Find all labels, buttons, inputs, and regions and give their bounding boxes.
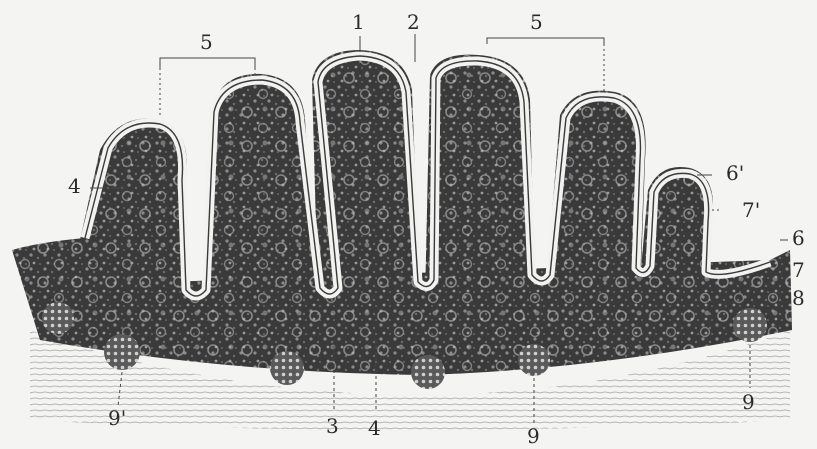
label-5-left: 5 (200, 32, 213, 52)
label-4-left: 4 (68, 176, 81, 196)
label-7-prime: 7' (742, 200, 760, 220)
gland (518, 344, 550, 376)
label-3: 3 (326, 416, 339, 436)
label-7: 7 (792, 260, 805, 280)
gland (42, 302, 74, 334)
gland (411, 355, 445, 389)
gland (104, 334, 140, 370)
label-9-prime: 9' (108, 408, 126, 428)
gland (270, 351, 304, 385)
label-5-right: 5 (530, 12, 543, 32)
label-6-prime: 6' (726, 163, 744, 183)
label-2: 2 (407, 12, 420, 32)
label-9-bottom: 9 (527, 426, 540, 446)
gland (733, 308, 767, 342)
label-9-right: 9 (742, 392, 755, 412)
label-4-bottom: 4 (368, 418, 381, 438)
label-8: 8 (792, 288, 805, 308)
label-1: 1 (352, 12, 365, 32)
label-6: 6 (792, 228, 805, 248)
